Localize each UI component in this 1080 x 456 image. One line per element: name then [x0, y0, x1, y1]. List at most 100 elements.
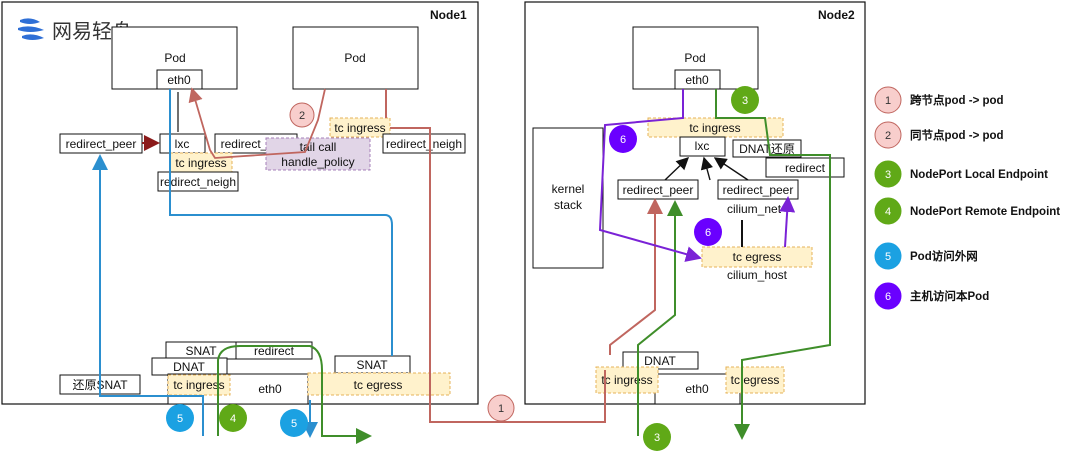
node2-redirect-peer-right: [717, 179, 799, 200]
legend-item-6: 6 主机访问本Pod: [874, 282, 989, 310]
node1-redirect-peer-left-label: redirect_peer: [66, 137, 137, 151]
flow-path-1: [385, 89, 655, 423]
node2-lxc-label: lxc: [695, 139, 710, 153]
node1-pod-left-eth0: [156, 69, 203, 90]
flow-path-3: [637, 200, 683, 436]
node1-redirect-neigh-right-label: redirect_neigh: [386, 137, 462, 151]
marker-6-mid: 6: [694, 218, 722, 246]
node2-tc-egress-bottom: [725, 366, 785, 394]
marker-5-left: 5: [166, 404, 194, 432]
legend-marker-number: 2: [885, 130, 891, 142]
marker-5-right: 5: [280, 409, 308, 437]
flow-path-6: [598, 89, 702, 262]
legend-label: 主机访问本Pod: [910, 289, 989, 303]
legend-marker-number: 1: [885, 95, 891, 107]
node2-redirect-label: redirect: [785, 161, 826, 175]
node2-arrow-left: [664, 157, 690, 181]
node2-tc-ingress-bottom-label: tc ingress: [601, 373, 652, 387]
node2-arrow-mid: [700, 156, 714, 181]
node1-tc-ingress-right: [329, 117, 391, 138]
marker-6-top: 6: [609, 125, 637, 153]
svg-text:6: 6: [705, 227, 711, 239]
node2-eth0-label: eth0: [685, 382, 709, 396]
node2-dnat: [622, 351, 699, 370]
legend-item-5: 5 Pod访问外网: [874, 242, 978, 270]
svg-text:6: 6: [620, 134, 626, 146]
legend-item-1: 1 跨节点pod -> pod: [874, 86, 1004, 114]
node2-dnat-restore-label: DNAT还原: [739, 142, 795, 156]
svg-text:5: 5: [177, 413, 183, 425]
legend-marker-6: [874, 282, 902, 310]
legend: 1 跨节点pod -> pod 2 同节点pod -> pod 3 NodePort Lo…: [874, 86, 1060, 310]
svg-text:5: 5: [291, 418, 297, 430]
flow-path-4-node2: [715, 89, 831, 440]
node1-eth0-label: eth0: [258, 382, 282, 396]
node2-arrow-right: [713, 157, 749, 181]
legend-marker-1: [874, 86, 902, 114]
node1-tc-egress-bottom: [307, 372, 451, 396]
node1-tc-ingress-lxc-label: tc ingress: [175, 156, 226, 170]
svg-text:1: 1: [498, 403, 504, 415]
legend-label: 同节点pod -> pod: [910, 128, 1004, 142]
node1-dnat-label: DNAT: [173, 360, 205, 374]
node2-tc-egress-host-label: tc egress: [733, 250, 782, 264]
flow-path-5-out: [169, 89, 393, 436]
node1-handle-policy-label: handle_policy: [281, 155, 354, 169]
node2-redirect: [765, 157, 845, 178]
node2-kernel-stack: [532, 127, 604, 269]
node1-redirect-neigh-lxc: [157, 171, 239, 192]
svg-text:3: 3: [654, 432, 660, 444]
svg-text:3: 3: [742, 95, 748, 107]
node1-tc-ingress-right-label: tc ingress: [334, 121, 385, 135]
svg-text:2: 2: [299, 110, 305, 122]
marker-3-top: 3: [731, 86, 759, 114]
flow-path-2: [188, 87, 326, 159]
legend-label: 跨节点pod -> pod: [910, 93, 1004, 107]
marker-1: 1: [487, 394, 515, 422]
legend-item-2: 2 同节点pod -> pod: [874, 121, 1004, 149]
node1-pod-right-label: Pod: [344, 51, 365, 65]
node1-pod-left-label: Pod: [164, 51, 185, 65]
node1-tc-ingress-bottom-label: tc ingress: [173, 378, 224, 392]
node1-redirect-bottom-label: redirect: [254, 344, 295, 358]
svg-text:4: 4: [230, 413, 236, 425]
node2-tc-egress-bottom-label: tc egress: [731, 373, 780, 387]
node1-snat-2-label: SNAT: [356, 358, 388, 372]
node2-tc-egress-host: [701, 246, 813, 268]
node1-title: Node1: [430, 8, 467, 22]
marker-3-bottom: 3: [643, 423, 671, 451]
marker-2: 2: [289, 102, 315, 128]
legend-marker-4: [874, 197, 902, 225]
node2-redirect-peer-right-label: redirect_peer: [723, 183, 794, 197]
flow-path-5-in: [92, 154, 204, 436]
node2-title: Node2: [818, 8, 855, 22]
node2-redirect-peer-left-label: redirect_peer: [623, 183, 694, 197]
node1-redirect-neigh-right: [382, 133, 466, 154]
legend-marker-3: [874, 160, 902, 188]
legend-marker-number: 6: [885, 291, 891, 303]
node1-tc-egress-bottom-label: tc egress: [354, 378, 403, 392]
node1-pod-left-eth0-label: eth0: [167, 73, 191, 87]
node2-pod-eth0: [674, 69, 721, 90]
legend-marker-number: 5: [885, 251, 891, 263]
legend-label: Pod访问外网: [910, 249, 978, 263]
node1-snat-1-label: SNAT: [185, 344, 217, 358]
boat-icon: [18, 18, 44, 40]
node1-pod-right: [292, 26, 419, 90]
marker-4-left: 4: [219, 404, 247, 432]
legend-label: NodePort Local Endpoint: [910, 169, 1048, 181]
legend-marker-5: [874, 242, 902, 270]
node2-cilium-host-label: cilium_host: [727, 268, 788, 282]
node2-pod-eth0-label: eth0: [685, 73, 709, 87]
node1-redirect-neigh-lxc-label: redirect_neigh: [160, 175, 236, 189]
node2-dnat-label: DNAT: [644, 354, 676, 368]
flow-path-6-up: [779, 196, 796, 248]
node2-tc-ingress-bottom: [595, 366, 659, 394]
legend-label: NodePort Remote Endpoint: [910, 206, 1060, 218]
node2-lxc: [679, 136, 726, 157]
node2-tc-ingress-top-label: tc ingress: [689, 121, 740, 135]
node2-cilium-net-label: cilium_net: [727, 202, 782, 216]
legend-marker-number: 3: [885, 169, 891, 181]
